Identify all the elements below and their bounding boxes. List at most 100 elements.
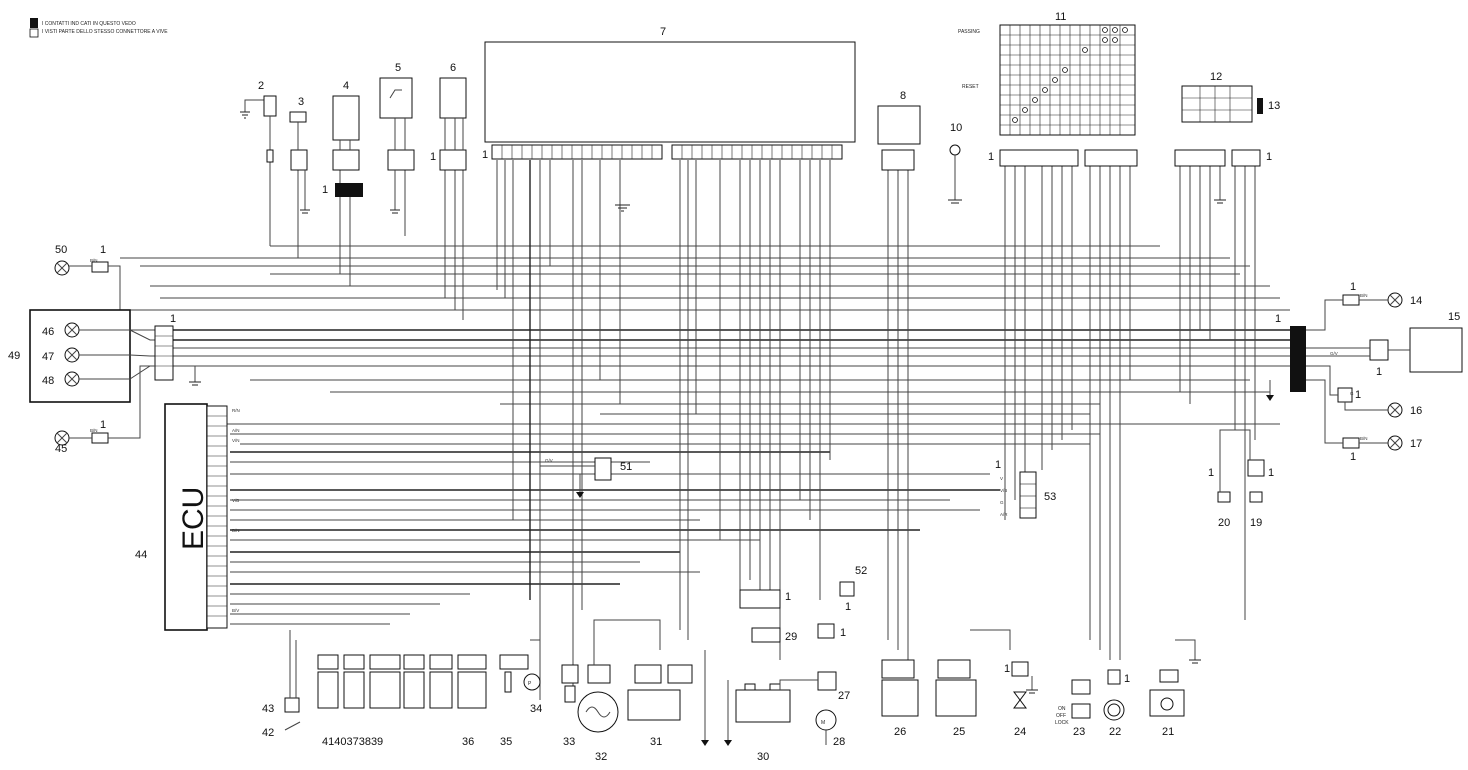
component-6: 6 1 [430,62,467,171]
connector-53 [1019,471,1037,519]
connector-7-gridlines [501,145,833,159]
on-label: ON [1058,706,1066,712]
component-44: 44 ECU [135,403,228,631]
headlight-15 [1409,327,1463,373]
label-47: 47 [42,351,54,363]
component-30: 1 29 30 [724,589,797,763]
component-10: 10 [948,122,962,204]
label-29: 29 [785,631,797,643]
sensor-10 [949,144,961,156]
sensor-39 [429,671,453,709]
label-5: 5 [395,62,401,74]
wire-code: G [1000,500,1004,505]
svg-text:M: M [821,720,825,726]
component-21: 21 [1149,639,1201,738]
component-14: 1 14 [1306,281,1422,331]
label-1-p: 1 [1268,467,1274,479]
sensor-37 [369,671,401,709]
component-25: 25 [935,629,1011,738]
label-15: 15 [1448,311,1460,323]
wire-code: V/N [232,438,240,443]
switch-grid-lines [1000,25,1135,135]
legend-icon-2 [29,28,39,38]
wire-code: B/N [1360,436,1368,441]
wire-code: A/N [232,428,240,433]
ground-icon [390,209,400,214]
label-50: 50 [55,244,67,256]
connector-7-pins [491,144,843,160]
switch-grid-dots [1012,27,1128,123]
ground-icon [189,381,201,386]
sensor-33 [564,685,576,703]
label-1-j: 1 [845,601,851,613]
ground-icon [1214,199,1226,204]
label-16: 16 [1410,405,1422,417]
component-45: 45 1 [54,365,155,455]
passing-label: PASSING [958,29,980,35]
panel-49 [29,309,131,403]
sensor-4 [332,95,360,141]
component-36: 36 [457,654,487,748]
component-16: 1 16 [1306,365,1422,418]
component-22: 1 22 [1103,669,1130,738]
label-35: 35 [500,736,512,748]
wire-code: R/N [232,408,240,413]
pump-icon [523,673,541,691]
component-15: 15 1 [1306,311,1463,378]
component-35-34: 35 P 34 [499,639,542,748]
label-36: 36 [462,736,474,748]
label-1-r: 1 [1350,281,1356,293]
wire-code: V/B [1000,488,1007,493]
label-1-e: 1 [1266,151,1272,163]
ecu-box [164,403,208,631]
diode-13 [1257,98,1263,114]
label-17: 17 [1410,438,1422,450]
sensor-8 [877,105,921,145]
label-1-h: 1 [100,419,106,431]
ecu-label: ECU [177,487,210,550]
label-6: 6 [450,62,456,74]
right-connector: 1 [1266,313,1306,401]
label-27: 27 [838,690,850,702]
sensor-51 [594,457,612,481]
label-12: 12 [1210,71,1222,83]
sensor-2 [263,95,277,117]
label-1-c: 1 [482,149,488,161]
label-22: 22 [1109,726,1121,738]
component-53: 1 53 [995,459,1056,519]
harness-wires [120,150,1290,700]
sensor-20 [1217,491,1231,503]
label-1-s: 1 [1376,366,1382,378]
off-label: OFF [1056,713,1066,719]
relay-27 [817,671,837,691]
label-28: 28 [833,736,845,748]
label-31: 31 [650,736,662,748]
component-49: 49 46 47 48 [8,309,155,403]
label-43: 43 [262,703,274,715]
legend-line-2: I VISTI PARTE DELLO STESSO CONNETTORE A … [42,29,168,35]
label-1-k: 1 [840,627,846,639]
sensor-26 [881,679,919,717]
label-1-b: 1 [430,151,436,163]
wire-code: V [1000,476,1003,481]
instrument-panel-7 [484,41,856,143]
ground-icon [576,492,584,498]
component-group-41-39: 4140373839 [317,654,453,748]
label-41-39: 4140373839 [322,736,383,748]
ground-icon [724,740,732,746]
component-17: 1 17 [1306,379,1422,463]
ground-icon [300,209,310,214]
label-3: 3 [298,96,304,108]
battery-30 [735,689,791,723]
sensor-38 [403,671,425,709]
component-12: 12 13 1 [1174,71,1280,204]
label-53: 53 [1044,491,1056,503]
wire-code: B/N [1360,293,1368,298]
motor-icon [815,709,837,731]
regulator-31 [627,689,681,721]
wire-code: B/V [232,608,239,613]
wire-code: G [1350,391,1354,396]
label-1-l: 1 [995,459,1001,471]
wire-code: V/B [232,498,239,503]
